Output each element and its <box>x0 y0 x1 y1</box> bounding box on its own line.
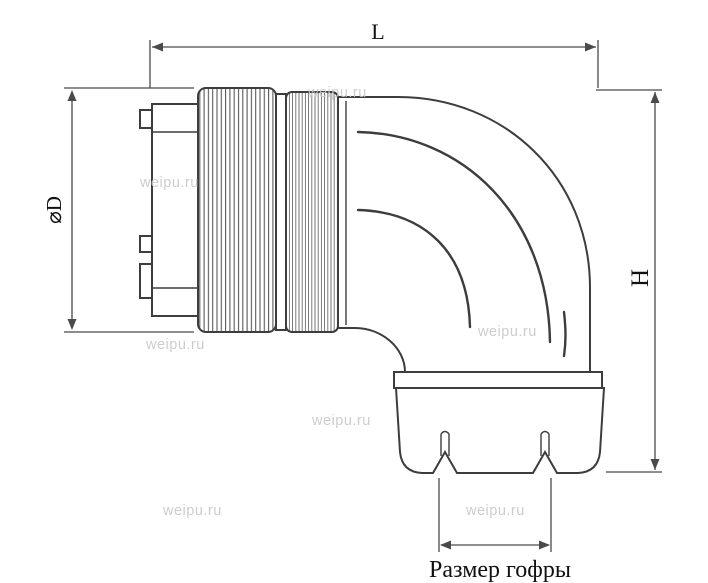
backshell <box>139 103 199 317</box>
grip-slot <box>440 430 450 435</box>
watermark-text: weipu.ru <box>311 413 371 429</box>
arrowhead-icon <box>650 92 660 103</box>
dimension-height: H <box>596 89 662 473</box>
dimension-label-corrugation: Размер гофры <box>429 557 571 583</box>
watermark-text: weipu.ru <box>145 337 205 353</box>
watermark-text: weipu.ru <box>307 85 367 101</box>
connector-drawing <box>139 87 606 474</box>
elbow-contour-line <box>562 310 567 358</box>
arrowhead-icon <box>67 319 77 330</box>
nut-flange <box>393 371 603 389</box>
arrowhead-icon <box>67 90 77 101</box>
watermark-text: weipu.ru <box>162 503 222 519</box>
coupling-ring-knurled <box>197 87 277 333</box>
nut-body <box>394 387 606 474</box>
watermarks: weipu.ru weipu.ru weipu.ru weipu.ru weip… <box>139 85 537 519</box>
arrowhead-icon <box>650 459 660 470</box>
elbow-contour-line <box>356 208 472 329</box>
arrowhead-icon <box>539 540 550 550</box>
dimension-corrugation: Размер гофры <box>429 478 571 583</box>
thread-ring-knurled <box>285 91 339 333</box>
watermark-text: weipu.ru <box>139 175 199 191</box>
dimension-diameter: ⌀D <box>42 87 194 333</box>
arrowhead-icon <box>152 42 163 52</box>
arrowhead-icon <box>585 42 596 52</box>
ring-gap-band <box>275 93 287 331</box>
watermark-text: weipu.ru <box>477 324 537 340</box>
grip-slot <box>540 430 550 435</box>
arrowhead-icon <box>440 540 451 550</box>
dimension-length: L <box>149 19 599 88</box>
dimension-label-length: L <box>371 19 384 44</box>
watermark-text: weipu.ru <box>465 503 525 519</box>
elbow-body <box>337 96 591 373</box>
dimension-label-height: H <box>627 269 654 287</box>
dimension-label-diameter: ⌀D <box>42 196 66 224</box>
corrugation-nut <box>393 371 606 474</box>
backshell-body <box>151 103 199 317</box>
elbow-contour-line <box>356 130 552 344</box>
